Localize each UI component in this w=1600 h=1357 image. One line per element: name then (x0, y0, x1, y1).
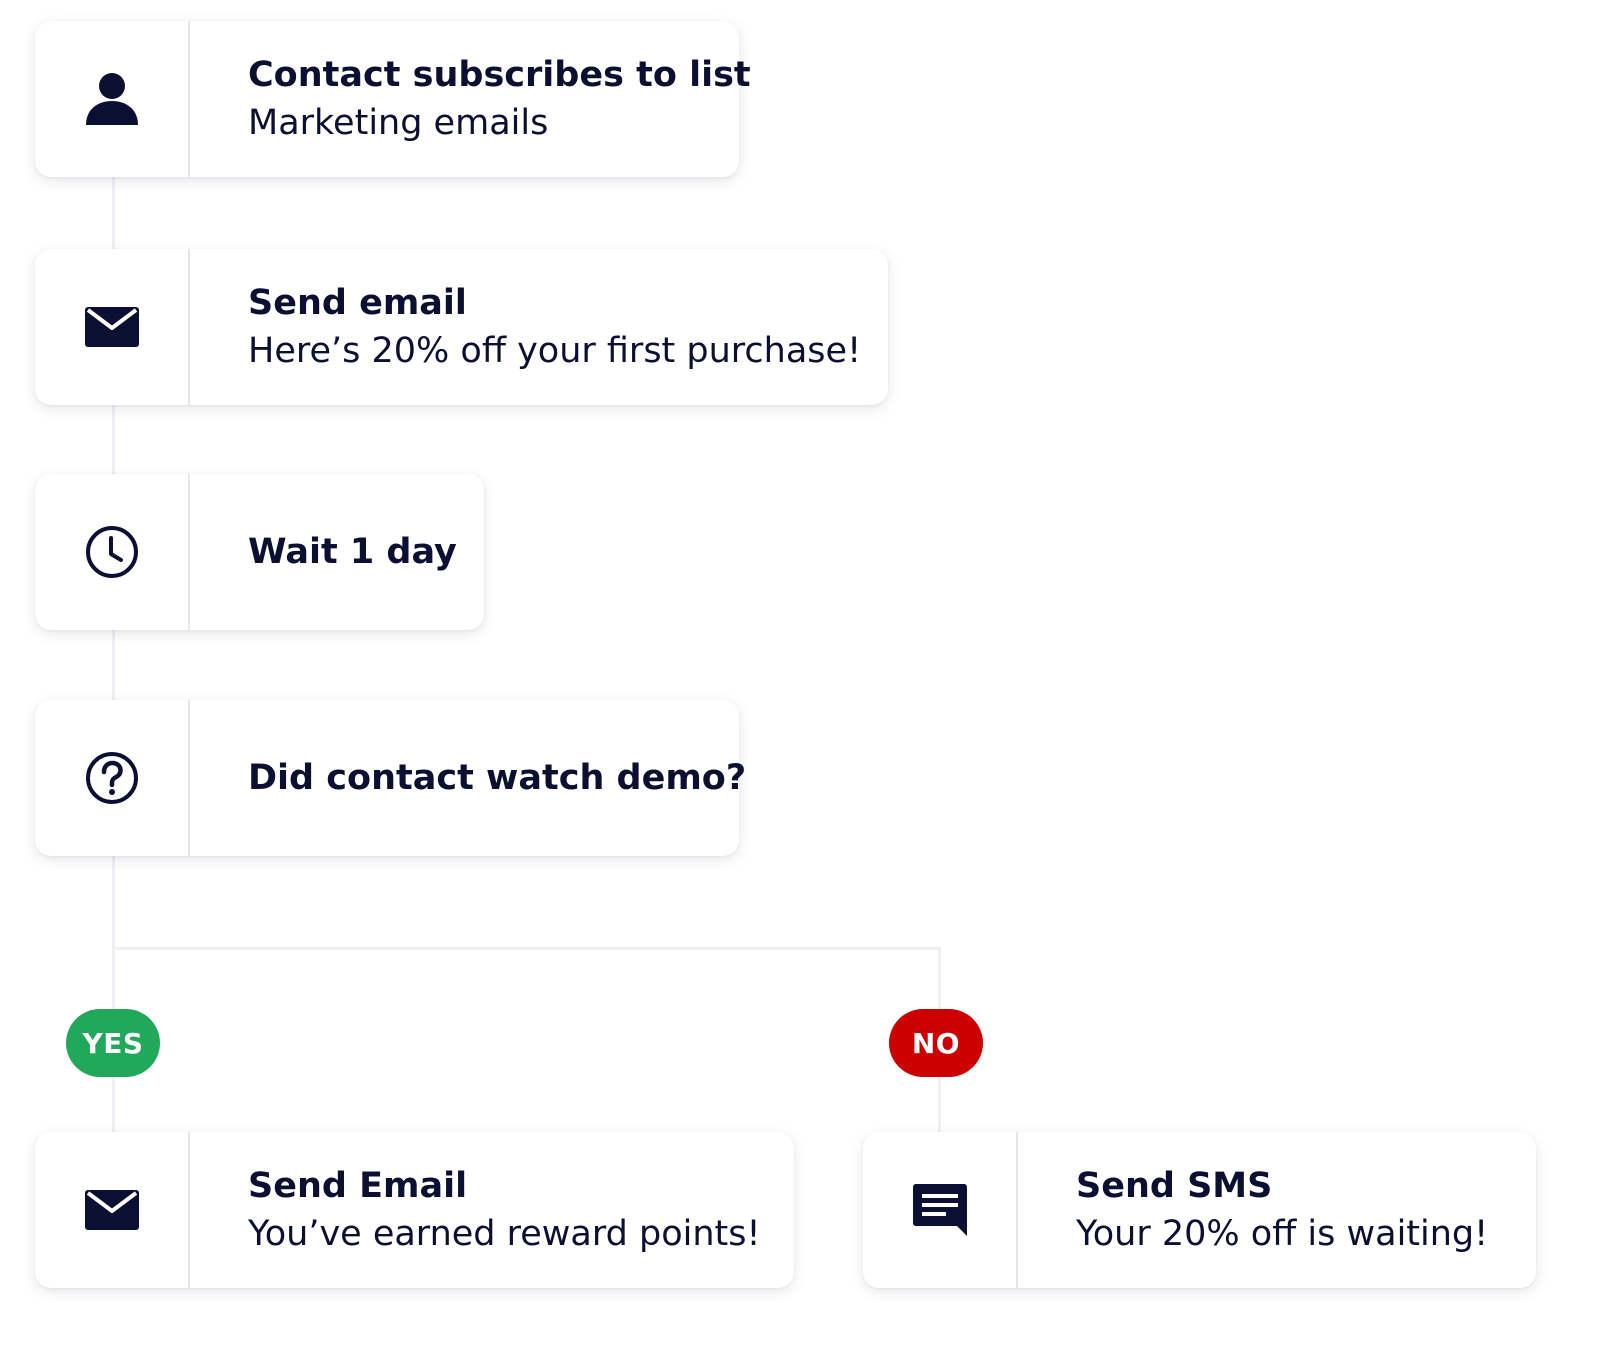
envelope-icon (84, 307, 139, 347)
step-subtitle: Here’s 20% off your first purchase! (248, 331, 862, 371)
step-text: Did contact watch demo? (190, 700, 782, 856)
clock-icon (84, 524, 140, 580)
step-card-trigger[interactable]: Contact subscribes to list Marketing ema… (35, 21, 751, 177)
step-card-send-email[interactable]: Send email Here’s 20% off your first pur… (35, 249, 888, 405)
connector-line-main (112, 176, 115, 1136)
step-icon-cell (863, 1132, 1018, 1288)
step-icon-cell (35, 1132, 190, 1288)
step-title: Send SMS (1076, 1166, 1273, 1206)
sms-icon (912, 1184, 967, 1236)
step-subtitle: You’ve earned reward points! (248, 1214, 761, 1254)
question-icon (84, 750, 140, 806)
step-icon-cell (35, 474, 190, 630)
step-card-condition[interactable]: Did contact watch demo? (35, 700, 746, 856)
step-title: Wait 1 day (248, 532, 457, 572)
no-branch-badge[interactable]: NO (889, 1009, 983, 1077)
step-title: Send email (248, 283, 467, 323)
step-icon-cell (35, 249, 190, 405)
step-title: Contact subscribes to list (248, 55, 751, 95)
step-subtitle: Your 20% off is waiting! (1076, 1214, 1489, 1254)
step-icon-cell (35, 700, 190, 856)
action-card-yes-send-email[interactable]: Send Email You’ve earned reward points! (35, 1132, 794, 1288)
step-icon-cell (35, 21, 190, 177)
yes-branch-badge[interactable]: YES (66, 1009, 160, 1077)
step-text: Wait 1 day (190, 474, 493, 630)
step-title: Send Email (248, 1166, 468, 1206)
connector-line-branch (112, 947, 940, 950)
step-text: Contact subscribes to list Marketing ema… (190, 21, 787, 177)
step-card-wait[interactable]: Wait 1 day (35, 474, 484, 630)
step-title: Did contact watch demo? (248, 758, 747, 798)
step-subtitle: Marketing emails (248, 103, 549, 143)
action-card-no-send-sms[interactable]: Send SMS Your 20% off is waiting! (863, 1132, 1536, 1288)
person-icon (84, 71, 140, 127)
step-text: Send Email You’ve earned reward points! (190, 1132, 797, 1288)
step-text: Send SMS Your 20% off is waiting! (1018, 1132, 1524, 1288)
step-text: Send email Here’s 20% off your first pur… (190, 249, 897, 405)
envelope-icon (84, 1190, 139, 1230)
